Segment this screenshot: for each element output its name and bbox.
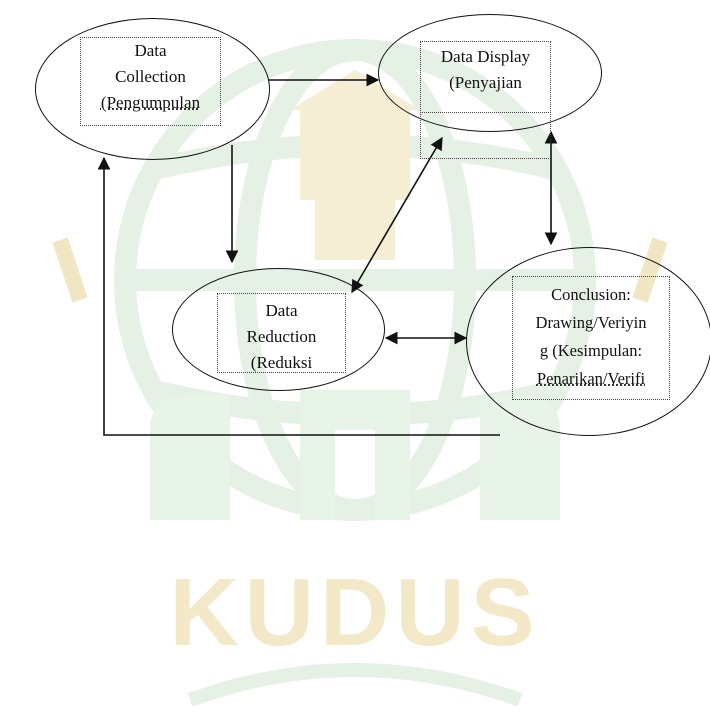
watermark-pillars [150, 390, 560, 520]
conclusion-box: Conclusion: Drawing/Veriyin g (Kesimpula… [512, 276, 670, 400]
data-display-divider [420, 112, 551, 113]
watermark-text: KUDUS [169, 559, 541, 666]
conclusion-line-4: Penarikan/Verifi [536, 369, 646, 388]
data-collection-line-2: Collection [115, 67, 186, 86]
conclusion-line-1: Conclusion: [551, 285, 631, 304]
data-collection-box: Data Collection (Pengumpulan [80, 37, 221, 126]
data-display-line-1: Data Display [440, 47, 531, 66]
conclusion-line-3: g (Kesimpulan: [539, 341, 643, 360]
data-collection-ellipse [35, 18, 270, 160]
data-reduction-ellipse [172, 268, 385, 391]
data-display-line-2: (Penyajian [449, 73, 522, 92]
data-reduction-line-1: Data [265, 301, 298, 320]
watermark-book [187, 663, 523, 707]
data-collection-line-1: Data [134, 41, 167, 60]
data-reduction-line-3: (Reduksi [250, 353, 313, 372]
data-reduction-line-2: Reduction [246, 327, 317, 346]
arrow-reduction-display [351, 136, 443, 294]
data-collection-line-3: (Pengumpulan [100, 93, 201, 112]
arrow-conclusion-to-collection [97, 156, 500, 436]
data-display-box: Data Display (Penyajian [420, 41, 551, 159]
data-reduction-box: Data Reduction (Reduksi [217, 293, 346, 373]
conclusion-line-2: Drawing/Veriyin [535, 313, 647, 332]
data-display-ellipse [378, 14, 602, 132]
conclusion-ellipse [466, 247, 710, 436]
